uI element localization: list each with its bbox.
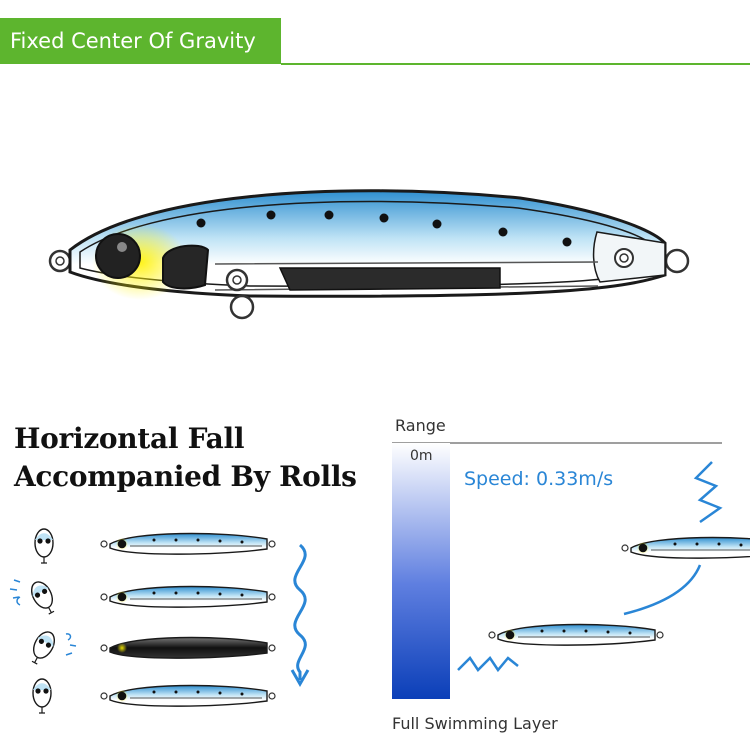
mini-lure-lower <box>488 623 664 646</box>
split-ring-rear-icon <box>664 248 690 274</box>
squiggle-icon <box>457 656 519 673</box>
roll-sequence <box>9 528 310 714</box>
weight-bar <box>278 267 501 291</box>
mini-lure-upper <box>621 536 750 559</box>
mini-lure-2 <box>100 585 276 608</box>
roll-head-icon <box>32 678 52 714</box>
banner-divider <box>281 63 750 65</box>
lure-diagram <box>48 189 690 320</box>
roll-head-icon <box>25 627 60 668</box>
swimming-layer-label: Full Swimming Layer <box>392 714 558 733</box>
fall-headline: Horizontal Fall Accompanied By Rolls <box>14 420 357 496</box>
depth-zero-label: 0m <box>410 448 433 464</box>
belly-split-ring-icon <box>229 294 255 320</box>
fall-arrow-icon <box>293 543 307 680</box>
headline-line-2: Accompanied By Rolls <box>14 460 357 493</box>
headline-line-1: Horizontal Fall <box>14 422 245 455</box>
rise-arc <box>623 564 702 616</box>
mini-lure-dark <box>100 636 276 659</box>
section-title: Fixed Center Of Gravity <box>10 29 256 53</box>
roll-head-icon <box>34 528 54 564</box>
roll-head-icon <box>26 577 61 618</box>
mini-lure-1 <box>100 532 276 555</box>
eye-icon <box>95 233 141 279</box>
squiggle-icon <box>693 461 723 524</box>
speed-label: Speed: 0.33m/s <box>464 468 614 490</box>
depth-gradient-bar <box>392 443 450 699</box>
section-title-banner: Fixed Center Of Gravity <box>0 18 281 64</box>
range-label: Range <box>395 416 446 435</box>
mini-lure-4 <box>100 684 276 707</box>
range-chart <box>392 442 750 699</box>
